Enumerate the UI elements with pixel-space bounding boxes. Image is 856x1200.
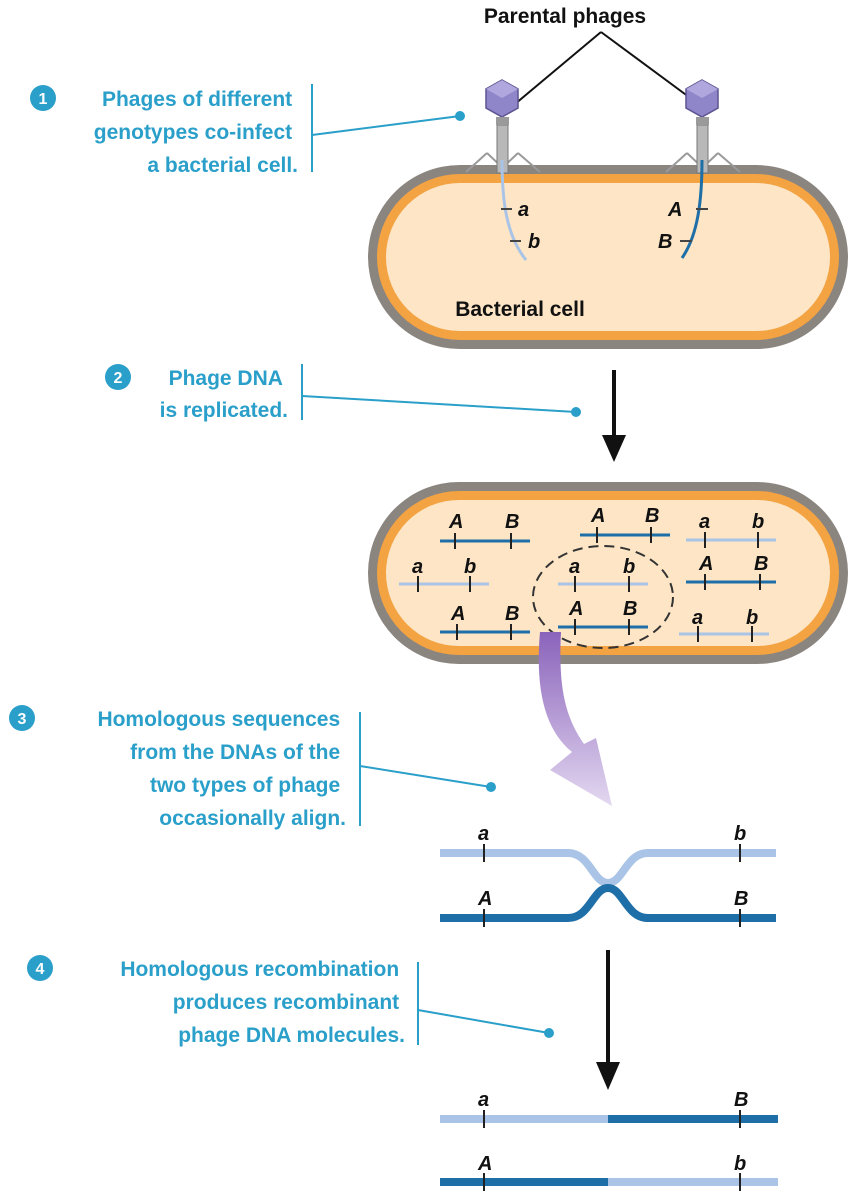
step-1-text: Phages of different genotypes co-infect … xyxy=(94,88,298,177)
phage-right xyxy=(665,79,741,174)
step-2-number-badge: 2 xyxy=(105,364,131,390)
step-3-number-badge: 3 xyxy=(9,705,35,731)
svg-text:B: B xyxy=(734,888,748,910)
svg-text:1: 1 xyxy=(39,91,48,108)
svg-text:B: B xyxy=(623,598,637,620)
phage-left xyxy=(465,79,541,174)
svg-text:A: A xyxy=(448,511,463,533)
step-3-leader-line xyxy=(359,765,492,788)
svg-text:B: B xyxy=(505,511,519,533)
zoom-arrow xyxy=(538,632,612,806)
svg-text:a: a xyxy=(699,511,710,533)
svg-text:A: A xyxy=(450,603,465,625)
step-2: 2 Phage DNA is replicated. xyxy=(105,364,581,422)
svg-text:B: B xyxy=(734,1089,748,1111)
parental-phages-pointer-left xyxy=(514,31,602,105)
svg-text:B: B xyxy=(505,603,519,625)
step-4: 4 Homologous recombination produces reco… xyxy=(27,955,554,1047)
step-3-leader-dot xyxy=(486,782,496,792)
svg-text:A: A xyxy=(590,505,605,527)
step-4-text: Homologous recombination produces recomb… xyxy=(120,958,405,1047)
svg-text:A: A xyxy=(698,553,713,575)
step-4-number-badge: 4 xyxy=(27,955,53,981)
svg-text:A: A xyxy=(667,199,682,221)
svg-text:b: b xyxy=(746,607,758,629)
svg-text:A: A xyxy=(568,598,583,620)
svg-text:a: a xyxy=(518,199,529,221)
svg-text:2: 2 xyxy=(114,370,123,387)
svg-text:b: b xyxy=(752,511,764,533)
svg-text:B: B xyxy=(645,505,659,527)
svg-text:3: 3 xyxy=(18,711,27,728)
step-1-number-badge: 1 xyxy=(30,85,56,111)
svg-text:b: b xyxy=(623,556,635,578)
step-2-leader-dot xyxy=(571,407,581,417)
step-3: 3 Homologous sequences from the DNAs of … xyxy=(9,705,496,830)
bacterial-cell-1: Bacterial cell xyxy=(368,165,848,349)
svg-text:4: 4 xyxy=(36,961,45,978)
svg-text:a: a xyxy=(692,607,703,629)
highlight-ellipse xyxy=(532,545,674,649)
replicated-dna: A B A B a b a b a b A B A B A B a b xyxy=(399,505,776,642)
step-1: 1 Phages of different genotypes co-infec… xyxy=(30,84,465,177)
svg-text:a: a xyxy=(478,823,489,845)
svg-text:b: b xyxy=(528,231,540,253)
svg-text:A: A xyxy=(477,888,492,910)
parental-phages-pointer-right xyxy=(600,31,694,101)
svg-text:a: a xyxy=(478,1089,489,1111)
svg-text:a: a xyxy=(412,556,423,578)
step-4-leader-dot xyxy=(544,1028,554,1038)
svg-text:B: B xyxy=(658,231,672,253)
step-3-text: Homologous sequences from the DNAs of th… xyxy=(97,708,346,830)
svg-text:A: A xyxy=(477,1153,492,1175)
svg-text:b: b xyxy=(734,1153,746,1175)
down-arrow-1 xyxy=(602,370,626,462)
step-2-text: Phage DNA is replicated. xyxy=(160,367,288,422)
down-arrow-2 xyxy=(596,950,620,1090)
step-2-leader-line xyxy=(301,395,577,413)
svg-text:b: b xyxy=(464,556,476,578)
bacterial-cell-2 xyxy=(368,482,848,664)
parental-phages-label: Parental phages xyxy=(484,5,646,28)
injected-dna-light xyxy=(500,159,528,261)
recombinant-dna: a B A b xyxy=(440,1089,778,1191)
aligned-dna: a b A B xyxy=(440,823,776,927)
bacterial-cell-label: Bacterial cell xyxy=(455,298,585,321)
step-1-leader-line xyxy=(311,115,461,136)
svg-text:B: B xyxy=(754,553,768,575)
step-1-leader-dot xyxy=(455,111,465,121)
step-4-leader-line xyxy=(417,1009,550,1034)
injected-dna-dark xyxy=(680,159,704,259)
svg-text:a: a xyxy=(569,556,580,578)
svg-text:b: b xyxy=(734,823,746,845)
